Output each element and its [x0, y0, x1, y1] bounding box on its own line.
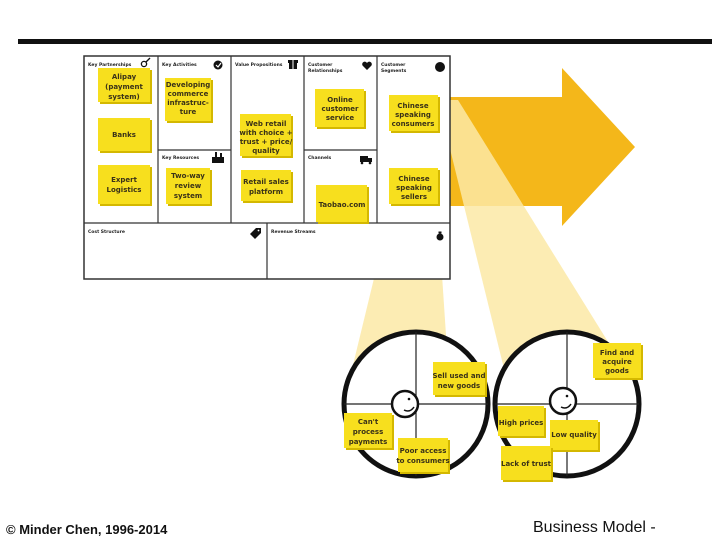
note-high-prices: High prices [498, 406, 546, 438]
consumer-face-icon [548, 386, 578, 416]
heart-icon [362, 61, 372, 70]
label-key-partnerships: Key Partnerships [88, 62, 132, 68]
money-bag-icon [436, 231, 444, 241]
person-icon [435, 62, 445, 72]
top-rule [18, 39, 712, 44]
check-icon [213, 60, 223, 70]
slide-title: Business Model - [533, 519, 656, 536]
beam-consumers [438, 100, 610, 385]
gift-icon [288, 60, 298, 69]
svg-text:Banks: Banks [112, 131, 136, 139]
note-taobao: Taobao.com [316, 185, 369, 224]
seller-face-icon [390, 389, 420, 419]
svg-text:Lack of trust: Lack of trust [501, 460, 552, 468]
link-icon [140, 57, 151, 68]
truck-icon [360, 156, 372, 165]
label-channels: Channels [308, 155, 332, 161]
note-lack-trust: Lack of trust [501, 446, 553, 482]
label-value-propositions: Value Propositions [235, 62, 283, 68]
note-banks: Banks [98, 118, 152, 153]
copyright-text: © Minder Chen, 1996-2014 [6, 522, 168, 537]
svg-text:High prices: High prices [499, 419, 544, 427]
svg-text:Low quality: Low quality [551, 431, 597, 439]
svg-text:Taobao.com: Taobao.com [319, 201, 366, 209]
label-key-activities: Key Activities [162, 62, 197, 68]
tag-icon [250, 228, 261, 239]
note-low-quality: Low quality [550, 420, 600, 452]
label-key-resources: Key Resources [162, 155, 199, 161]
factory-icon [212, 152, 224, 163]
label-revenue-streams: Revenue Streams [271, 229, 316, 235]
label-cost-structure: Cost Structure [88, 229, 125, 235]
